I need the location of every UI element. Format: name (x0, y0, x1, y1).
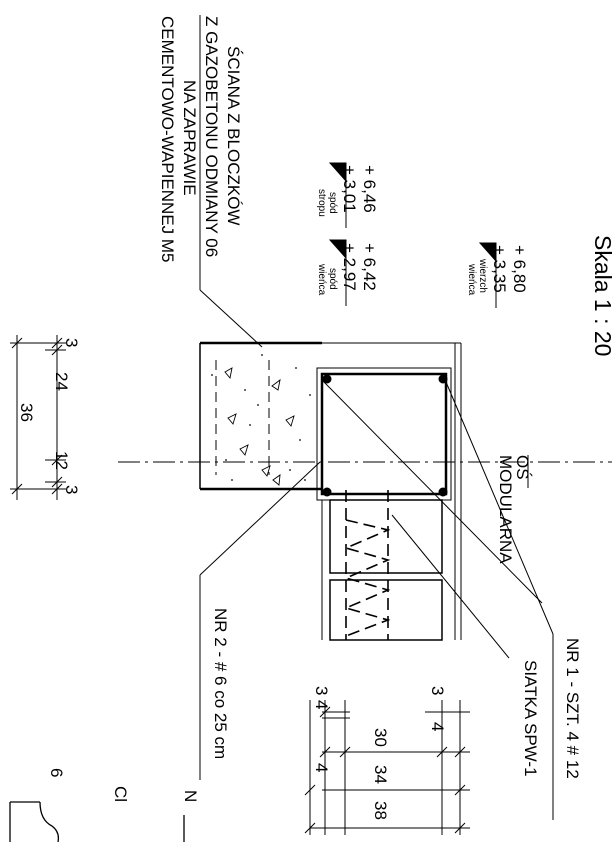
wall-label-line-4: CEMENTOWO-WAPIENNEJ M5 (158, 16, 177, 263)
partial-text-n: N (181, 790, 200, 802)
wall-dim-total: 36 (17, 403, 36, 422)
scale-label: Skala 1 : 20 (590, 235, 612, 356)
elevation-markers (328, 162, 497, 263)
level-2-desc2: wieńca (316, 263, 327, 296)
beam-dim-4-left: 4 (312, 700, 331, 709)
level-1-desc2: stropu (316, 189, 327, 217)
masonry-blocks (321, 499, 443, 641)
concrete-hatch (224, 367, 295, 486)
mesh-label: SIATKA SPW-1 (521, 660, 540, 777)
ring-beam-dimension-chain (304, 700, 470, 835)
rotated-annotations: Skala 1 : 20 ŚCIANA Z BLOCZKÓW Z GAZOBET… (17, 16, 612, 802)
level-3-value: + 6,80 (510, 245, 529, 293)
concrete-dots (211, 354, 311, 481)
wall-dim-top: 3 (62, 338, 81, 347)
axis-label-line-2: MODULARNA (496, 455, 515, 564)
mesh-spw-1 (343, 490, 391, 640)
partial-text-cl: Cl (111, 786, 130, 802)
beam-dim-34: 34 (371, 765, 390, 784)
elevation-marker-3 (478, 242, 497, 263)
wall-dim-24: 24 (52, 372, 71, 391)
level-1-value: + 6,46 (360, 165, 379, 213)
label-lines (199, 15, 554, 820)
ring-beam (316, 342, 462, 640)
level-3-desc1: wierzch (477, 258, 488, 293)
level-2-value: + 6,42 (360, 243, 379, 291)
beam-dim-3-right: 3 (428, 686, 447, 695)
level-1-desc1: spód (327, 192, 338, 214)
wall-dim-bottom: 3 (62, 485, 81, 494)
partial-bottom-elements (9, 801, 185, 842)
rebar-nr1-label: NR 1 - SZT. 4 # 12 (563, 638, 582, 779)
level-2-desc1: spód (327, 268, 338, 290)
wall-label-line-3: NA ZAPRAWIE (180, 80, 199, 196)
beam-dim-4-right: 4 (428, 722, 447, 731)
elevation-marker-2 (328, 239, 347, 260)
beam-dim-3-left: 3 (312, 686, 331, 695)
beam-dim-30: 30 (371, 728, 390, 747)
rebar-3 (322, 487, 332, 497)
beam-dim-38: 38 (371, 801, 390, 820)
partial-number: 6 (47, 768, 66, 777)
rebar-2 (438, 374, 448, 384)
rebar-1 (322, 374, 332, 384)
beam-dim-4b-left: 4 (312, 763, 331, 772)
wall-label-line-2: Z GAZOBETONU ODMIANY 06 (202, 16, 221, 257)
wall-dimension-chain (10, 335, 66, 500)
ring-beam-dim-text: 3 3 4 30 4 4 34 38 (312, 686, 447, 820)
rebar-nr2-label: NR 2 - # 6 co 25 cm (211, 608, 230, 759)
elevation-marker-1 (328, 162, 347, 183)
level-3-desc2: wieńca (466, 263, 477, 296)
wall-section (199, 341, 322, 491)
rebar-4 (438, 487, 448, 497)
wall-label-line-1: ŚCIANA Z BLOCZKÓW (224, 46, 243, 225)
axis-label-line-1: OŚ (513, 455, 532, 480)
